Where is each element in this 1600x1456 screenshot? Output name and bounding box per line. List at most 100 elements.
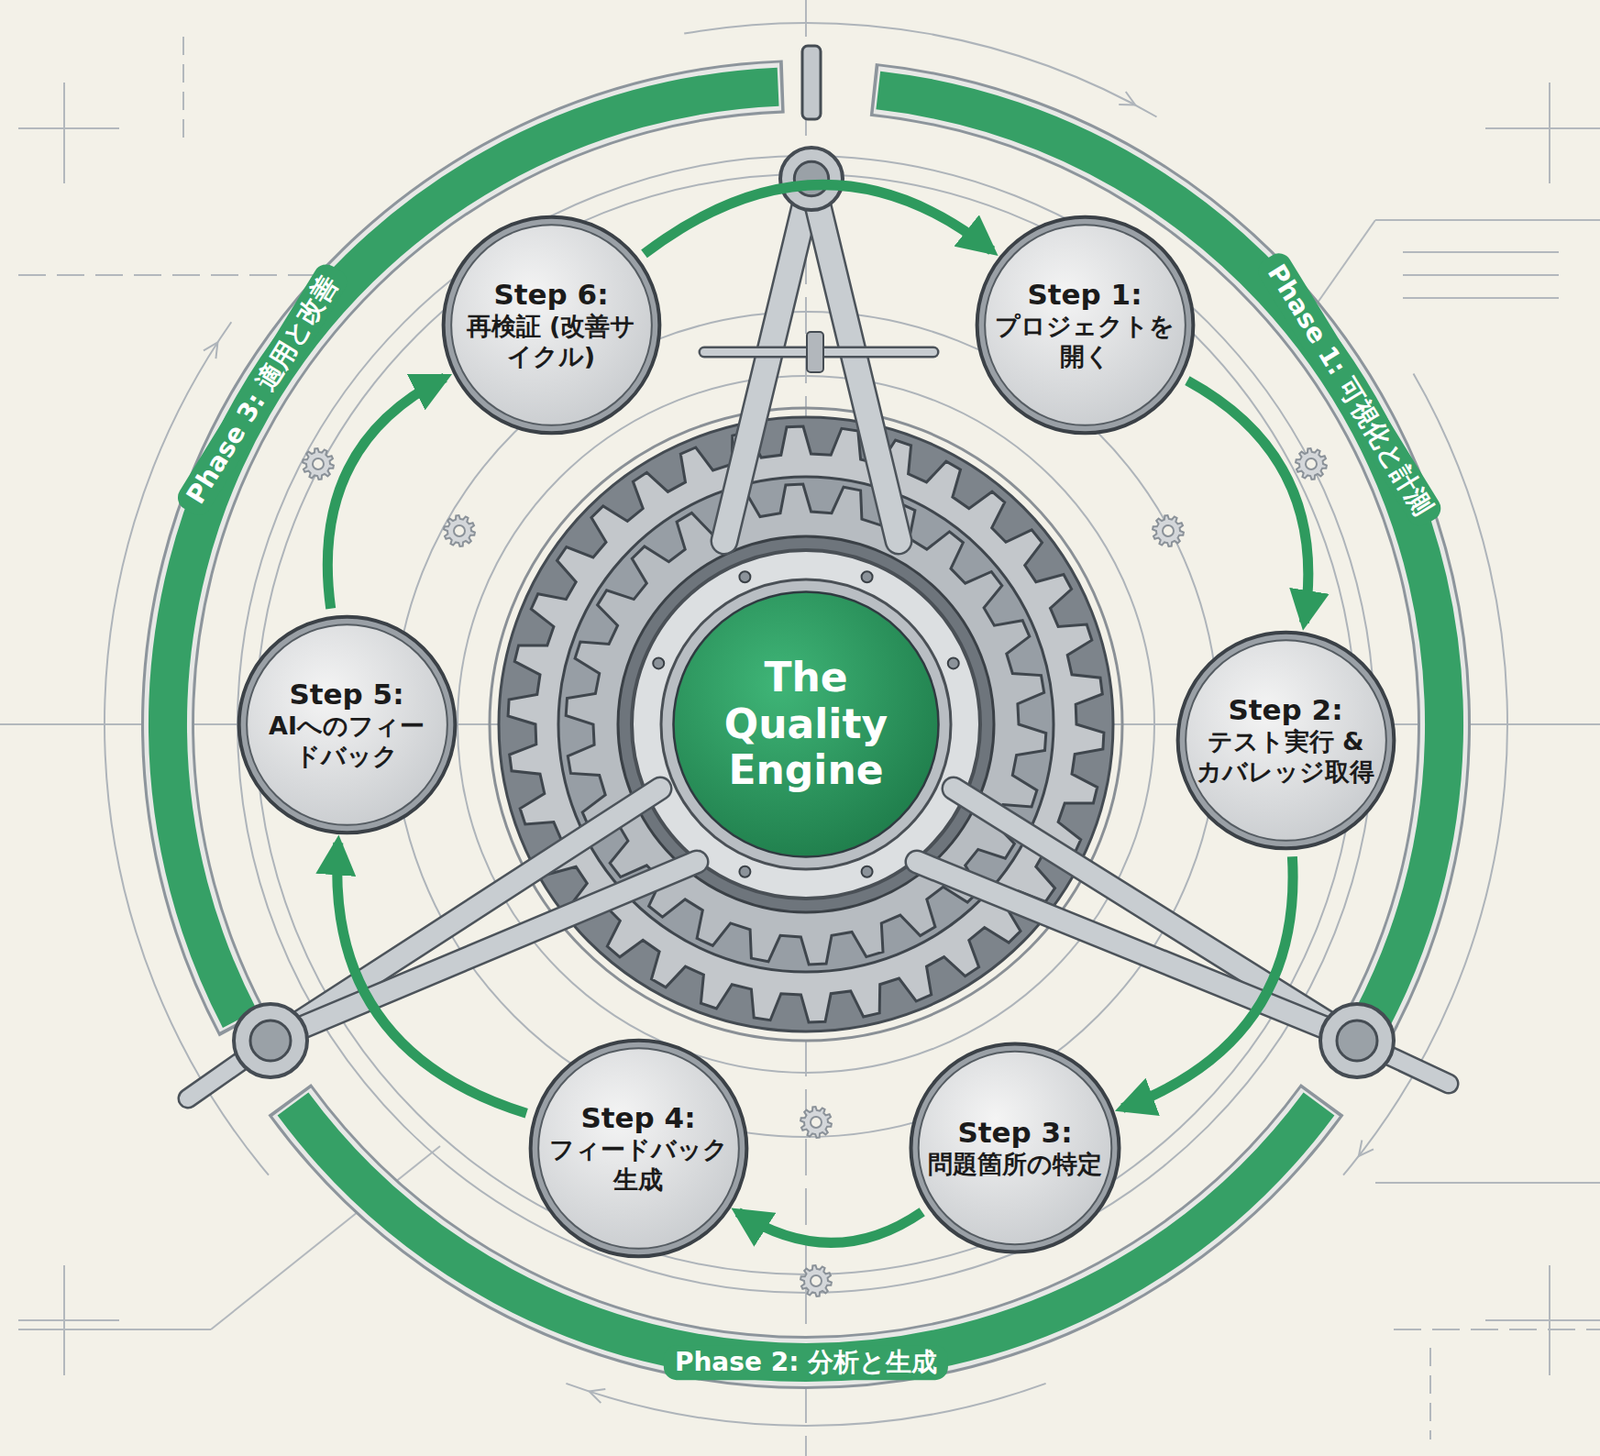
step-circle: Step 2:テスト実行 & カバレッジ取得 — [1174, 628, 1398, 852]
step-rim — [442, 216, 660, 433]
outer-gear — [507, 426, 1104, 1023]
phase-label: Phase 1: 可視化と計測 — [1253, 248, 1446, 531]
grid-line — [1375, 1181, 1600, 1184]
small-gear — [443, 515, 475, 547]
gear-assembly — [489, 408, 1123, 1041]
grid-line — [1402, 274, 1559, 276]
text-block: Step 6:再検証 (改善サイクル) — [461, 277, 641, 372]
grid-line — [1393, 1328, 1600, 1331]
guide-circle — [393, 311, 1219, 1137]
phase-label: Phase 3: 適用と改善 — [173, 259, 353, 520]
bolt — [861, 571, 873, 583]
step-text: 問題箇所の特定 — [927, 1149, 1103, 1180]
compass-knob — [802, 45, 821, 120]
flow-arrow — [327, 377, 445, 609]
grid-cross — [1548, 82, 1551, 184]
band-rim — [289, 1099, 1323, 1363]
flow-arrow — [337, 842, 528, 1114]
flow-arrow — [1122, 856, 1293, 1108]
phase-band — [167, 86, 1445, 1363]
step-circle: Step 1:プロジェクトを開く — [973, 213, 1197, 437]
leader-line — [1311, 220, 1376, 312]
compass-bar — [811, 178, 899, 541]
step-text: プロジェクトを開く — [994, 311, 1175, 372]
bolt — [861, 866, 873, 878]
bolt — [739, 571, 751, 583]
guide-circles — [104, 22, 1508, 1426]
step-face — [246, 624, 448, 826]
step-face — [451, 224, 652, 426]
outer-arrow — [1358, 1139, 1374, 1157]
text-block: Step 1:プロジェクトを開く — [994, 277, 1175, 372]
band-fill — [293, 1103, 1320, 1363]
step-text: AIへのフィードバック — [256, 711, 437, 772]
step-heading: Step 5: — [288, 677, 404, 712]
compass-bar — [724, 178, 812, 541]
small-gear — [302, 448, 334, 480]
text-block: The Quality Engine — [700, 654, 912, 795]
text-block: Step 4:フィードバック生成 — [548, 1101, 729, 1195]
compass-bar — [811, 178, 899, 541]
grid-cross — [63, 82, 66, 184]
step-text: フィードバック生成 — [548, 1135, 729, 1195]
text-block: Step 3:問題箇所の特定 — [927, 1115, 1103, 1181]
step-circle: Step 3:問題箇所の特定 — [907, 1040, 1123, 1256]
step-heading: Step 1: — [1026, 277, 1142, 312]
compass-screw — [806, 331, 824, 373]
bolt — [652, 657, 664, 669]
step-rim — [1177, 631, 1394, 849]
flow-arrow — [738, 1212, 923, 1244]
small-gear — [800, 1106, 832, 1138]
outer-arrow — [589, 1389, 607, 1403]
step-face — [984, 224, 1186, 426]
bolt — [739, 866, 751, 878]
small-gear-hole — [810, 1275, 822, 1287]
step-rim — [976, 216, 1193, 433]
step-heading: Step 2: — [1227, 693, 1343, 728]
gear-housing — [498, 417, 1114, 1032]
grid-cross — [1485, 127, 1600, 130]
step-face — [1185, 640, 1387, 841]
step-heading: Step 3: — [957, 1115, 1072, 1150]
compass-bar — [724, 178, 812, 541]
step-circle: Step 6:再検証 (改善サイクル) — [440, 213, 663, 437]
engine-title: The Quality Engine — [700, 654, 912, 795]
step-rim — [238, 616, 455, 833]
flow-arrow — [1187, 380, 1309, 623]
compass-joint — [250, 1020, 291, 1061]
gear-housing — [489, 408, 1123, 1041]
compass-joint — [1336, 1020, 1378, 1061]
grid-cross — [1485, 1319, 1600, 1322]
small-gear-hole — [810, 1116, 822, 1128]
grid-line — [1402, 251, 1559, 254]
engine-circle: The Quality Engine — [669, 587, 943, 861]
step-heading: Step 4: — [580, 1101, 696, 1136]
outer-arrow — [203, 342, 218, 359]
step-face — [918, 1051, 1113, 1246]
bezel-inner — [661, 579, 951, 870]
step-heading: Step 6: — [493, 277, 608, 312]
compass-joint — [780, 147, 843, 210]
small-gear-hole — [453, 525, 465, 537]
small-gear — [1295, 448, 1327, 480]
phase-label: Phase 2: 分析と生成 — [663, 1345, 949, 1380]
grid-line — [18, 1328, 211, 1331]
step-rim — [529, 1039, 747, 1257]
small-gear-hole — [1162, 525, 1174, 537]
grid-cross — [18, 1319, 120, 1322]
engine-fill — [673, 591, 938, 857]
small-gear — [800, 1265, 832, 1297]
grid-line — [1429, 1347, 1432, 1440]
step-circle: Step 5:AIへのフィードバック — [235, 613, 459, 837]
outer-arc — [565, 1383, 1046, 1426]
bolt — [948, 657, 960, 669]
small-gears — [302, 448, 1327, 1297]
compass-joint — [1320, 1004, 1394, 1078]
outer-arrow — [1118, 91, 1136, 106]
bezel — [631, 550, 981, 899]
step-text: テスト実行 & カバレッジ取得 — [1195, 727, 1376, 787]
band-rim — [291, 1102, 1321, 1363]
text-block: Step 2:テスト実行 & カバレッジ取得 — [1195, 693, 1376, 787]
